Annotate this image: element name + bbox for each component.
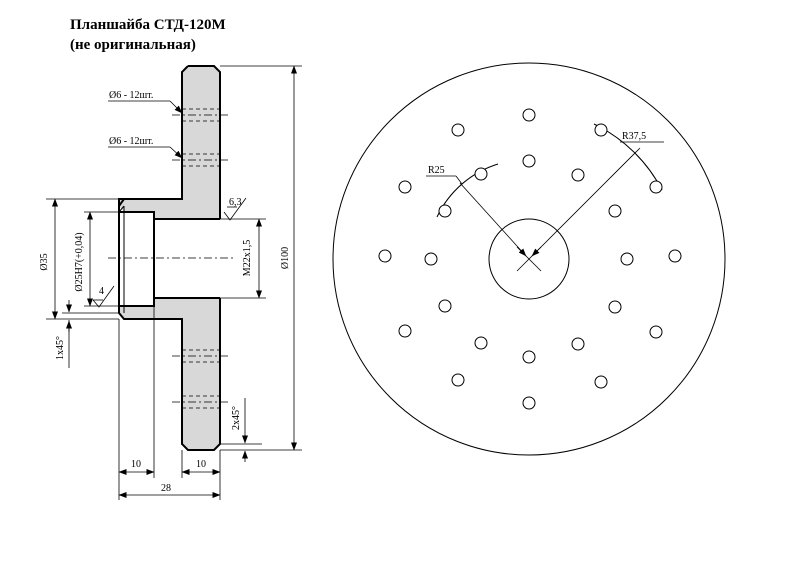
bolt-hole: [608, 300, 622, 314]
hole-callout-b: Ø6 - 12шт.: [109, 136, 153, 147]
front-view: R37,5 R25: [332, 62, 726, 456]
bolt-hole: [522, 396, 536, 410]
bolt-hole: [571, 337, 585, 351]
bolt-hole: [378, 249, 392, 263]
dim-dia-35: Ø35: [39, 253, 50, 270]
bolt-hole: [571, 168, 585, 182]
dim-length-10-left: 10: [131, 459, 141, 470]
dim-thread: M22x1,5: [242, 240, 253, 276]
dim-length-10-right: 10: [196, 459, 206, 470]
bolt-hole: [424, 252, 438, 266]
dim-length-28: 28: [161, 483, 171, 494]
bolt-hole: [594, 375, 608, 389]
center-bore: [488, 218, 570, 300]
bolt-hole: [668, 249, 682, 263]
dim-dia-25: Ø25H7(+0,04): [74, 232, 85, 291]
roughness-top-value: 6,3: [229, 197, 242, 208]
hole-callout-a: Ø6 - 12шт.: [109, 90, 153, 101]
bolt-hole: [608, 204, 622, 218]
roughness-marks: 6,3 4: [92, 197, 247, 308]
dim-dia-100: Ø100: [280, 247, 291, 269]
section-lower-body: [119, 298, 220, 450]
section-upper-body: [119, 66, 220, 219]
bolt-hole: [451, 373, 465, 387]
bolt-hole: [451, 123, 465, 137]
left-dimensions: Ø35 Ø25H7(+0,04) 1x45°: [39, 198, 119, 368]
bottom-dimensions: 10 10 28: [118, 306, 221, 500]
bolt-hole: [620, 252, 634, 266]
outer-disc: [332, 62, 726, 456]
bolt-hole: [398, 180, 412, 194]
bolt-hole: [522, 154, 536, 168]
dim-chamfer-right: 2x45°: [231, 406, 242, 430]
bolt-hole: [438, 204, 452, 218]
dim-chamfer-left: 1x45°: [55, 336, 66, 360]
section-view: [108, 65, 235, 451]
roughness-bottom-value: 4: [99, 286, 104, 297]
title-line-2: (не оригинальная): [70, 37, 196, 53]
bolt-hole: [438, 299, 452, 313]
bolt-hole: [649, 325, 663, 339]
hole-callouts: Ø6 - 12шт. Ø6 - 12шт.: [108, 90, 183, 159]
bolt-hole: [522, 108, 536, 122]
bolt-hole: [522, 350, 536, 364]
bolt-hole: [398, 324, 412, 338]
title-line-1: Планшайба СТД-120М: [70, 17, 226, 33]
bolt-hole: [474, 167, 488, 181]
radius-label-37: R37,5: [622, 131, 646, 142]
bolt-hole: [649, 180, 663, 194]
drawing-title: Планшайба СТД-120М (не оригинальная): [70, 15, 226, 55]
bolt-hole: [474, 336, 488, 350]
right-dimensions: M22x1,5 Ø100 2x45°: [220, 65, 302, 462]
radius-label-25: R25: [428, 165, 445, 176]
bolt-hole: [594, 123, 608, 137]
